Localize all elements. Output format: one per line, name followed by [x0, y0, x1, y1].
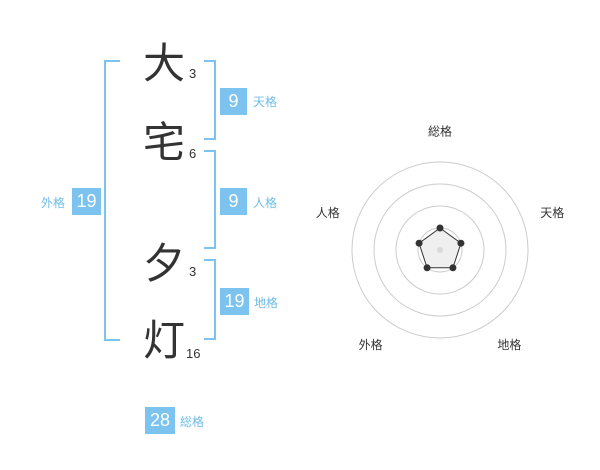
radar-center-dot	[437, 247, 443, 253]
gaikaku-value-badge: 19	[72, 188, 101, 215]
chikaku-bracket	[204, 259, 216, 340]
tenkaku-bracket	[204, 60, 216, 140]
radar-axis-label-3: 地格	[497, 337, 521, 352]
radar-point-4	[423, 264, 431, 272]
radar-axis-label-1: 総格	[428, 124, 452, 139]
name-char-2: 宅	[143, 118, 186, 167]
chikaku-label: 地格	[254, 296, 279, 310]
gaikaku-label: 外格	[41, 196, 66, 210]
tenkaku-value-badge: 9	[220, 88, 247, 115]
stroke-count-2: 6	[189, 146, 197, 161]
chikaku-value-badge: 19	[220, 288, 249, 315]
jinkaku-label: 人格	[253, 196, 278, 210]
radar-point-5	[415, 239, 423, 247]
jinkaku-value-badge: 9	[220, 188, 247, 215]
radar-ring-3	[373, 183, 507, 317]
gaikaku-bracket	[104, 60, 120, 341]
radar-value-polygon	[418, 227, 462, 269]
tenkaku-label: 天格	[253, 95, 278, 109]
soukaku-label: 総格	[180, 415, 205, 429]
jinkaku-bracket	[204, 150, 216, 249]
radar-point-3	[449, 264, 457, 272]
stroke-count-1: 3	[189, 66, 197, 81]
stroke-count-4: 16	[186, 346, 201, 361]
name-char-3: 夕	[143, 239, 186, 288]
radar-point-2	[457, 239, 465, 247]
radar-axis-label-4: 外格	[359, 337, 383, 352]
stroke-count-3: 3	[189, 264, 197, 279]
radar-axis-label-2: 天格	[540, 205, 564, 220]
radar-ring-2	[395, 205, 485, 295]
soukaku-value-badge: 28	[145, 407, 175, 434]
radar-ring-4	[351, 161, 529, 339]
name-char-1: 大	[143, 39, 186, 88]
radar-axis-label-5: 人格	[316, 205, 340, 220]
name-char-4: 灯	[143, 316, 186, 365]
radar-point-1	[436, 224, 444, 232]
